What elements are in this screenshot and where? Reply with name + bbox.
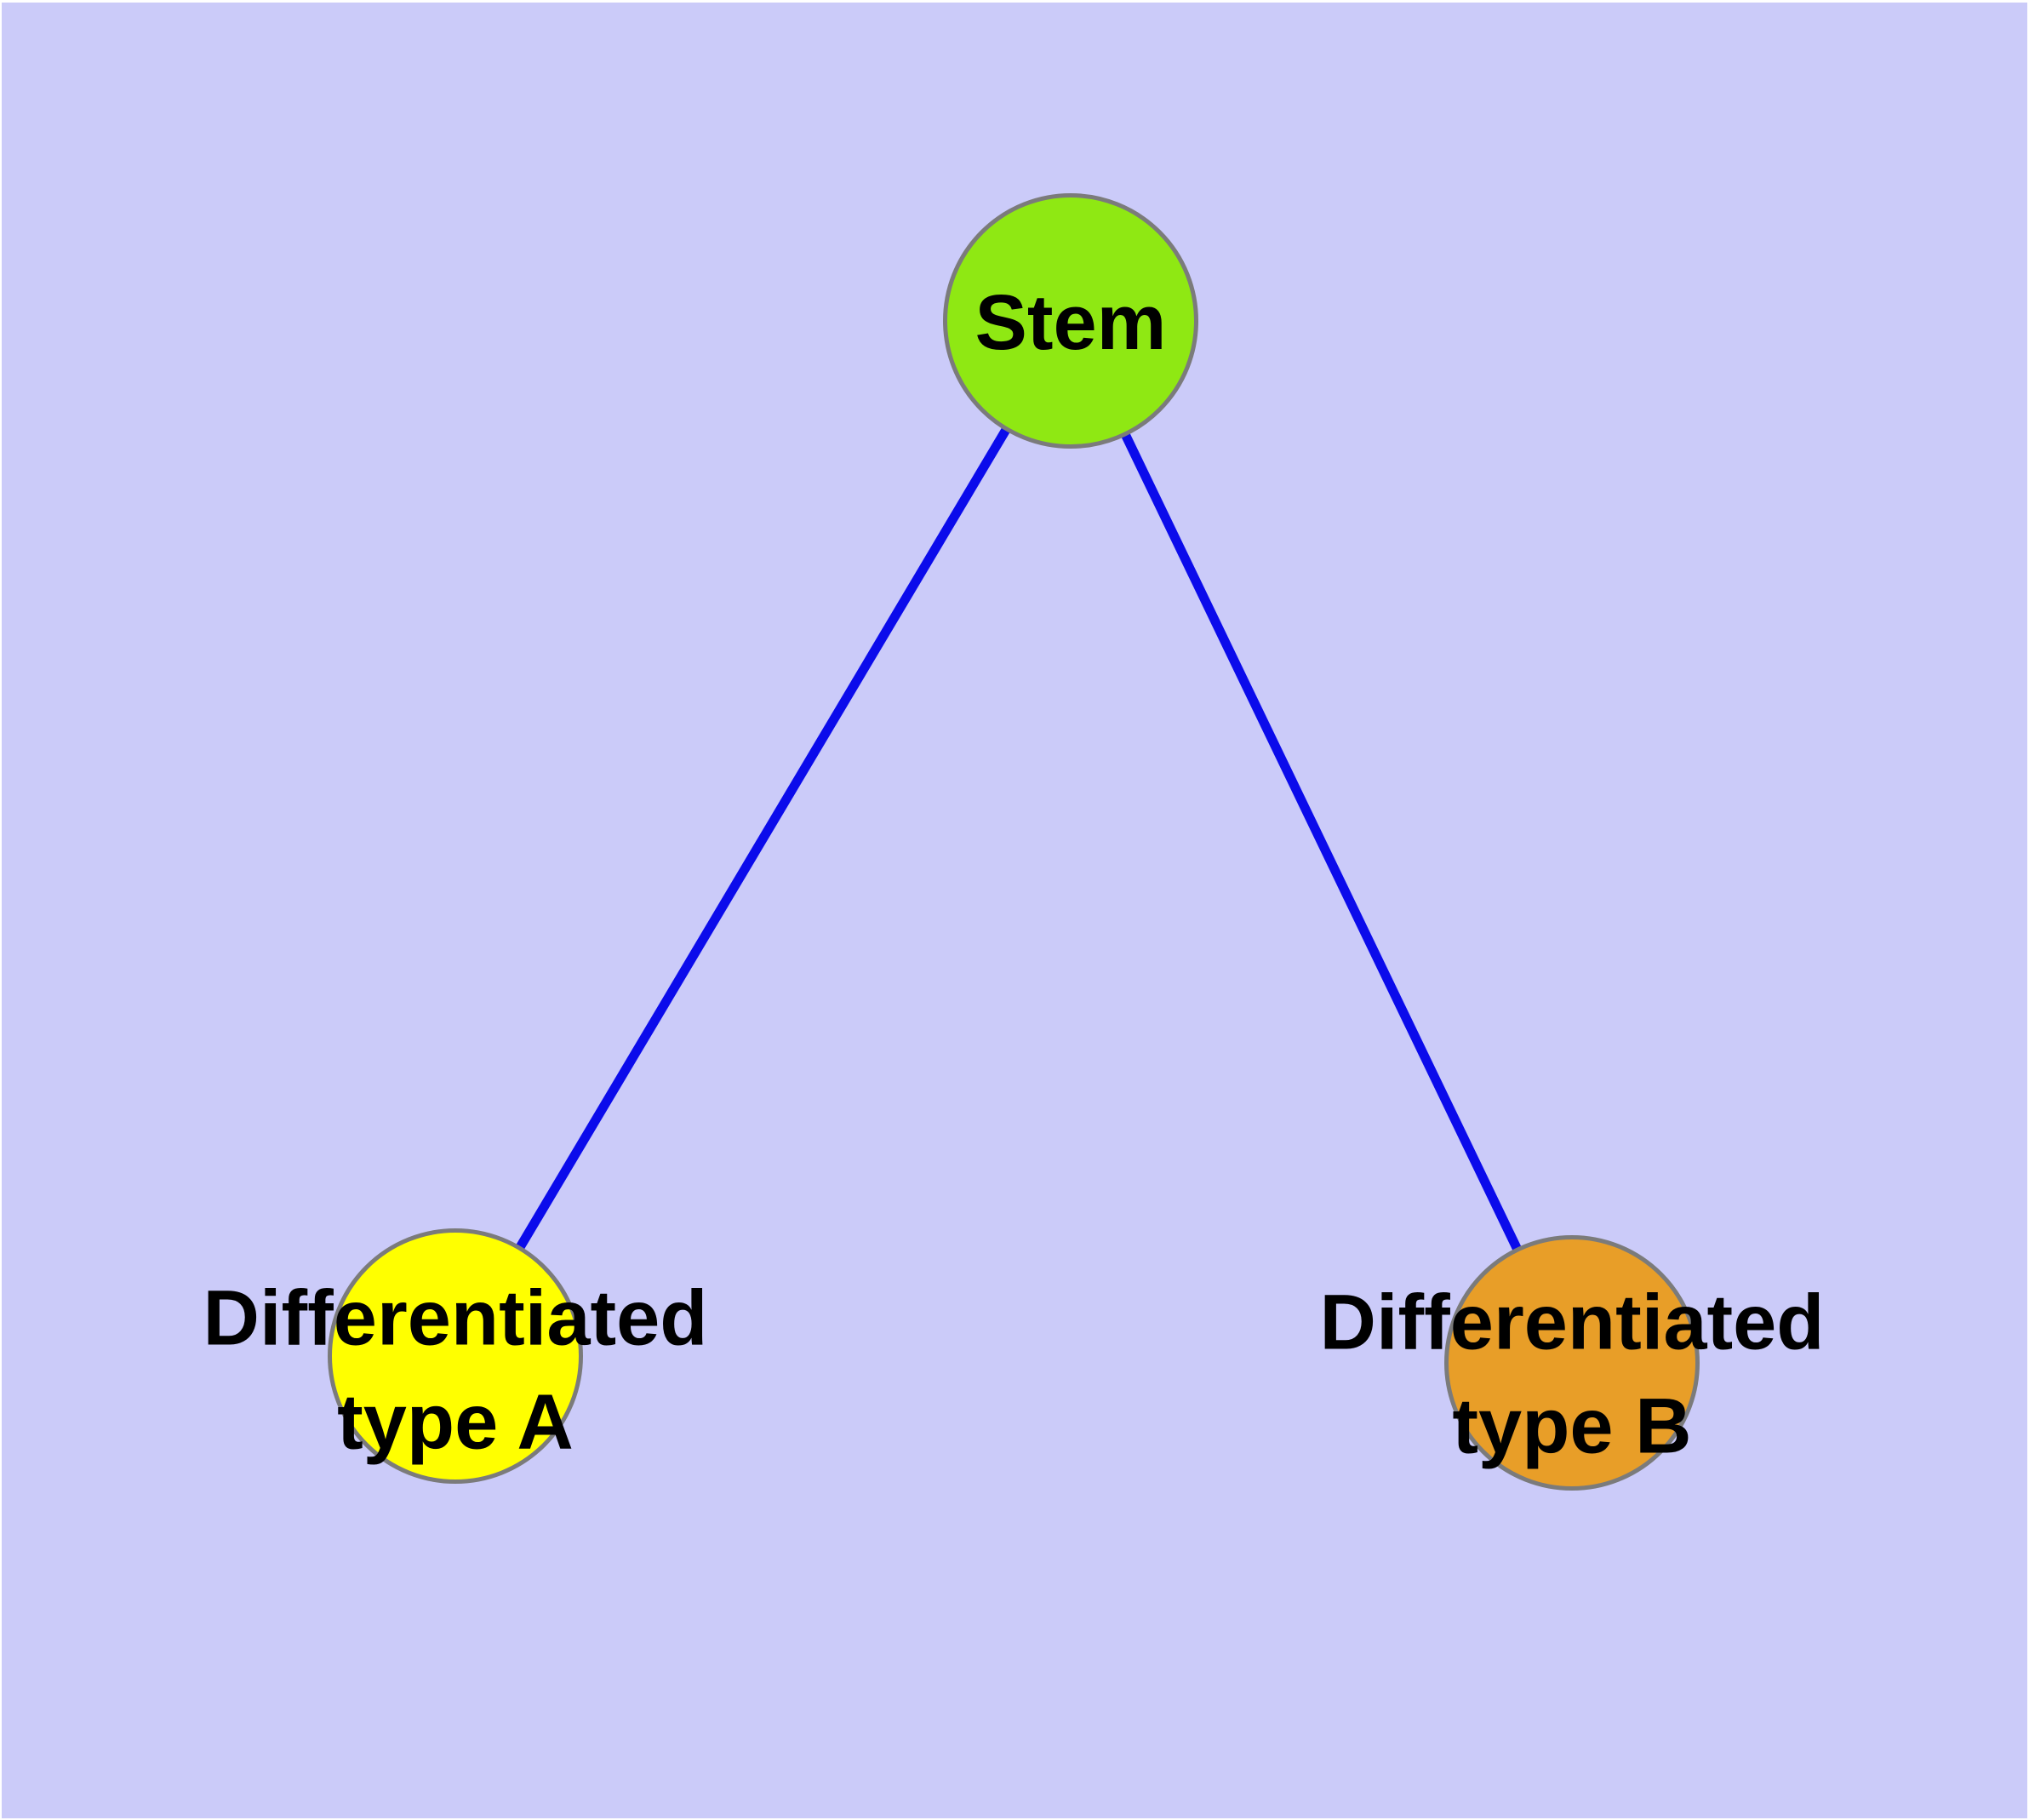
node-type-b-label-line1: Differentiated xyxy=(1319,1279,1825,1366)
node-type-a-label: Differentiated type A xyxy=(203,1267,708,1475)
edges-layer xyxy=(451,318,1576,1365)
node-type-b-label-line2: type B xyxy=(1452,1383,1692,1470)
edge-stem-to-type-b xyxy=(1066,318,1576,1365)
node-type-a-label-line2: type A xyxy=(337,1379,574,1466)
node-type-a-label-line1: Differentiated xyxy=(203,1274,708,1362)
edge-stem-to-type-a xyxy=(451,318,1075,1359)
node-differentiated-type-a xyxy=(328,1228,583,1484)
graph-canvas: Stem Differentiated type A Differentiate… xyxy=(2,3,2027,1818)
node-stem-label-text: Stem xyxy=(974,278,1167,366)
node-stem xyxy=(943,193,1198,449)
node-type-b-label: Differentiated type B xyxy=(1320,1271,1825,1479)
node-differentiated-type-b xyxy=(1444,1235,1700,1491)
node-stem-label: Stem xyxy=(975,271,1167,375)
